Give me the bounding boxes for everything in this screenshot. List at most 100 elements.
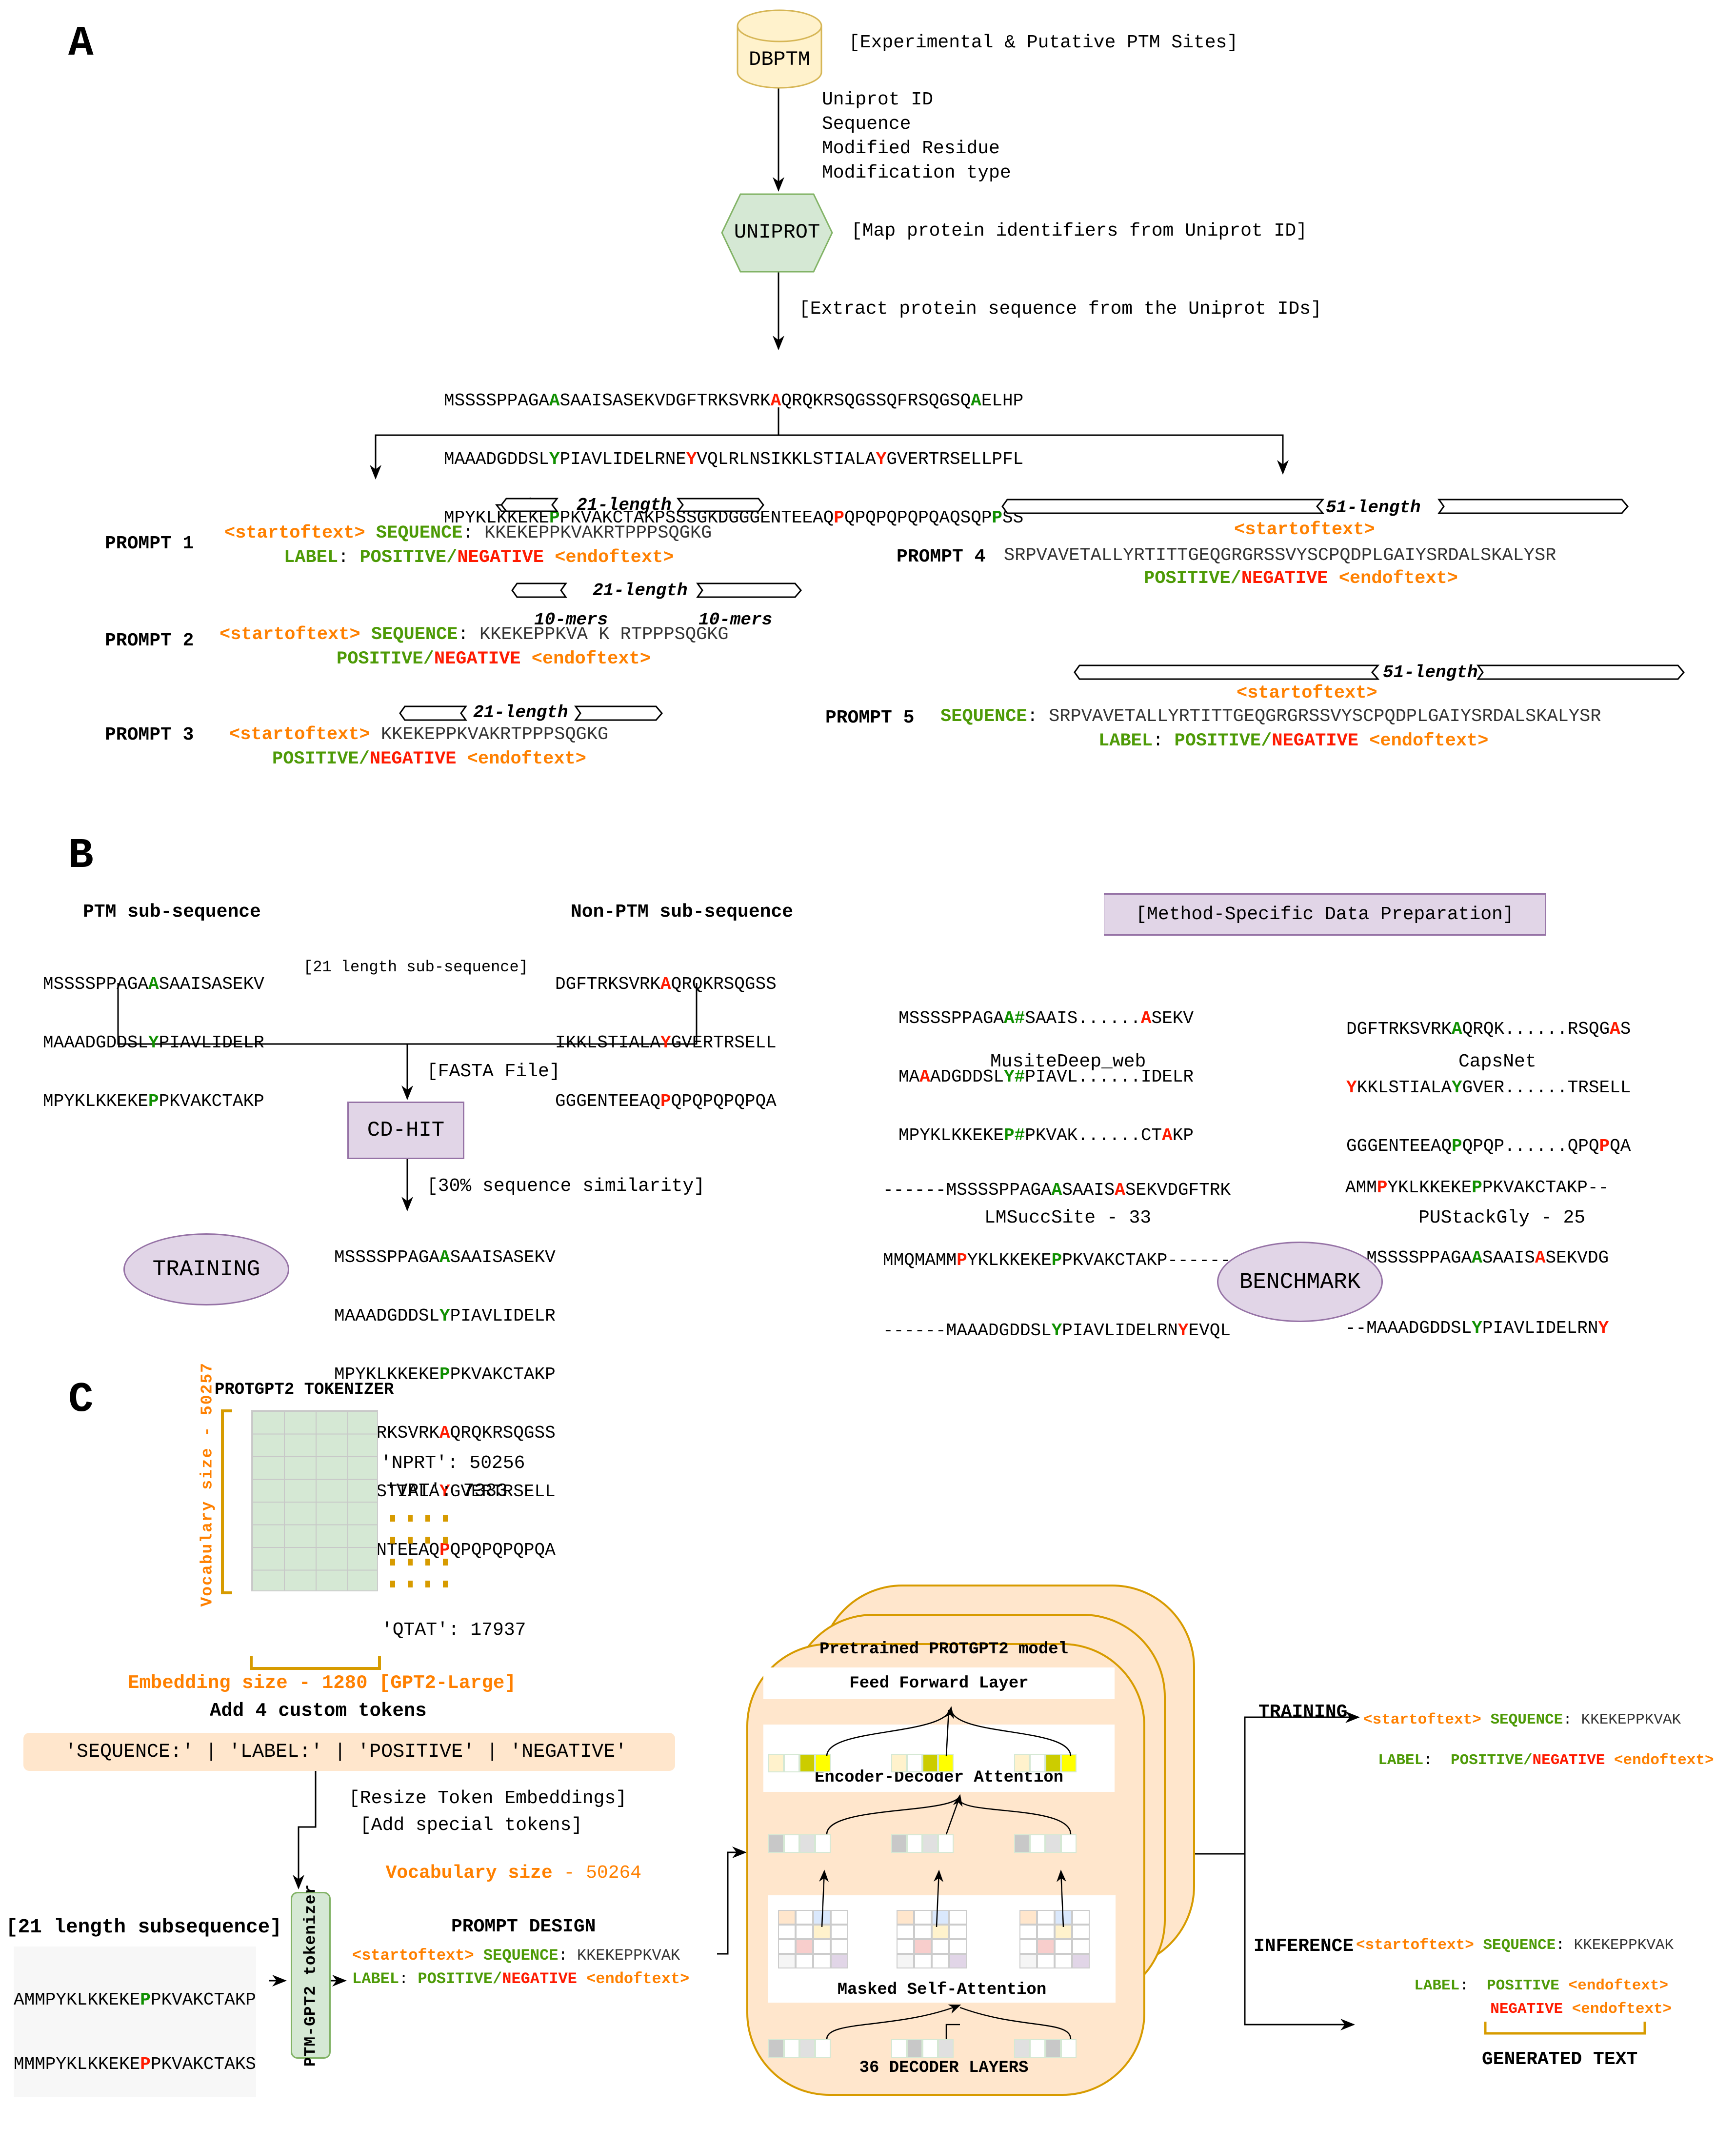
attention-cell <box>949 1939 967 1954</box>
prompt-2-title: PROMPT 2 <box>105 630 194 651</box>
field-item: Uniprot ID <box>822 89 934 110</box>
cdhit-node[interactable]: CD-HIT <box>347 1102 464 1159</box>
embedding-matrix <box>251 1410 378 1591</box>
attention-cell <box>1055 1939 1072 1954</box>
vector-cell <box>1030 2039 1045 2058</box>
add-tokens-title: Add 4 custom tokens <box>210 1700 427 1722</box>
vector-cell <box>907 1754 922 1772</box>
sequence-row: AMMPYKLKKEKEPPKVAKCTAKP-- <box>1345 1176 1609 1200</box>
dbptm-note: [Experimental & Putative PTM Sites] <box>849 32 1238 53</box>
benchmark-node[interactable]: BENCHMARK <box>1217 1242 1383 1322</box>
prompt-3-line-2: POSITIVE/NEGATIVE <endoftext> <box>272 749 586 769</box>
mers-left-label: 10-mers <box>534 610 608 630</box>
ptm-site-residue: P <box>439 1365 450 1385</box>
vector-cell <box>784 1834 799 1853</box>
sequence-row: DGFTRKSVRKAQRQK......RSQGAS <box>1346 1020 1631 1039</box>
sequence-segment: EVQL <box>1188 1321 1231 1341</box>
dbptm-node[interactable]: DBPTM <box>748 48 811 71</box>
label-key: LABEL <box>1414 1977 1460 1994</box>
section-label-c: C <box>68 1376 94 1424</box>
ellipsis-dot <box>443 1559 448 1566</box>
method-prep-box[interactable]: [Method-Specific Data Preparation] <box>1104 893 1546 936</box>
negative-label: NEGATIVE <box>1272 731 1358 751</box>
end-token: <endoftext> <box>586 1970 690 1988</box>
ellipsis-dot <box>408 1581 413 1587</box>
sequence-row: MPYKLKKEKEPPKVAKCTAKP <box>43 1092 264 1111</box>
sequence-segment: SEKVDGFTRK <box>1125 1180 1231 1200</box>
attention-cell <box>796 1939 813 1954</box>
uniprot-node[interactable]: UNIPROT <box>734 221 820 244</box>
sequence-segment: PKVAK......CT <box>1025 1125 1162 1145</box>
prompt-5-start: <startoftext> <box>1237 683 1377 703</box>
sequence-segment: MSSSSPPAGA <box>334 1247 440 1267</box>
vector-cell <box>922 1834 938 1853</box>
training-node[interactable]: TRAINING <box>123 1233 289 1305</box>
embedding-bracket-icon <box>250 1656 381 1670</box>
sequence-key: SEQUENCE <box>483 1947 559 1965</box>
model-title: Pretrained PROTGPT2 model <box>819 1640 1069 1659</box>
vocab-size-value: - 50264 <box>552 1863 642 1884</box>
special-tokens-note: [Add special tokens] <box>360 1815 583 1836</box>
non-ptm-site-residue: A <box>660 974 671 994</box>
sequence-segment: MA <box>898 1067 920 1087</box>
attention-cell <box>1019 1910 1037 1925</box>
prompt-5-line-1: SEQUENCE: SRPVAVETALLYRTITTGEQGRGRSSVYSC… <box>940 706 1601 727</box>
ptm-gpt2-tokenizer-box[interactable] <box>291 1892 331 2059</box>
sequence-segment: MAAADGDDSL <box>444 449 550 469</box>
vector-cell <box>1045 1754 1061 1772</box>
vector-cell <box>815 1754 831 1772</box>
generated-text-label: GENERATED TEXT <box>1482 2049 1638 2070</box>
non-ptm-site-residue: P <box>1377 1178 1388 1198</box>
sequence-segment: GGGENTEEAQ <box>1346 1136 1452 1156</box>
attention-cell <box>914 1939 932 1954</box>
inference-output-line-2: LABEL: POSITIVE <endoftext> <box>1414 1977 1669 1994</box>
vector-cell <box>907 2039 922 2058</box>
sequence-segment: YKLKKEKE <box>967 1250 1052 1270</box>
attention-cell <box>796 1910 813 1925</box>
field-item: Modified Residue <box>822 138 1000 159</box>
attention-cell <box>932 1939 949 1954</box>
sequence-row: ------MAAADGDDSLYPIAVLIDELRNYEVQL <box>883 1319 1231 1343</box>
inference-output-title: INFERENCE <box>1254 1936 1354 1957</box>
sequence-segment: PKVAKCTAKS <box>150 2054 256 2074</box>
sequence-key: SEQUENCE <box>1490 1711 1563 1728</box>
ptm-site-residue: Y <box>1472 1318 1482 1338</box>
token-entry: 'QTAT': 17937 <box>381 1620 526 1641</box>
sequence-segment: VQLRLNSIKKLSTIALA <box>697 449 876 469</box>
ptm-site-residue: Y# <box>1004 1067 1025 1087</box>
inference-output-line-3: NEGATIVE <endoftext> <box>1472 1984 1672 2018</box>
ptm-site-residue: A# <box>1004 1008 1025 1028</box>
ptm-subsequence-title: PTM sub-sequence <box>83 902 261 923</box>
ptm-site-residue: P <box>1452 1136 1462 1156</box>
non-ptm-site-residue: A <box>919 1067 930 1087</box>
non-ptm-site-residue: P <box>834 508 844 528</box>
vector-cell <box>1061 2039 1077 2058</box>
sequence-row: MPYKLKKEKEPPKVAKCTAKP <box>334 1365 556 1385</box>
sequence-segment: QPQPQPQPQAQSQP <box>844 508 992 528</box>
vector-cell <box>1045 1834 1061 1853</box>
prompt-sequence: KKEKEPPKVAK <box>577 1947 680 1965</box>
end-token: <endoftext> <box>1614 1752 1714 1769</box>
vector-cell <box>1061 1834 1077 1853</box>
sequence-segment: SAAISASEKV <box>159 974 264 994</box>
sequence-row: YKKLSTIALAYGVER......TRSELL <box>1346 1078 1631 1098</box>
end-token: <endoftext> <box>1572 2001 1672 2018</box>
prompt-3-line-1: <startoftext> KKEKEPPKVAKRTPPPSQGKG <box>229 724 608 745</box>
sequence-key: SEQUENCE <box>1483 1937 1556 1954</box>
vector-cell <box>768 1754 784 1772</box>
ptm-site-residue: Y <box>148 1033 159 1053</box>
length-label: 51-length <box>1326 498 1421 518</box>
positive-label: POSITIVE <box>1174 731 1261 751</box>
ptm-site-residue: P <box>1472 1178 1482 1198</box>
resize-note: [Resize Token Embeddings] <box>349 1788 627 1809</box>
slash: / <box>493 1970 502 1988</box>
slash: / <box>359 749 370 769</box>
start-token: <startoftext> <box>1237 683 1377 703</box>
mers-right-label: 10-mers <box>698 610 773 630</box>
length-label: 21-length <box>577 495 672 515</box>
vector-cell <box>799 1834 815 1853</box>
sequence-segment: GVERTRSELL <box>450 1482 556 1502</box>
sequence-segment: PIAVLIDELR <box>159 1033 264 1053</box>
non-ptm-site-residue: A <box>1610 1019 1620 1039</box>
start-token: <startoftext> <box>1363 1711 1481 1728</box>
